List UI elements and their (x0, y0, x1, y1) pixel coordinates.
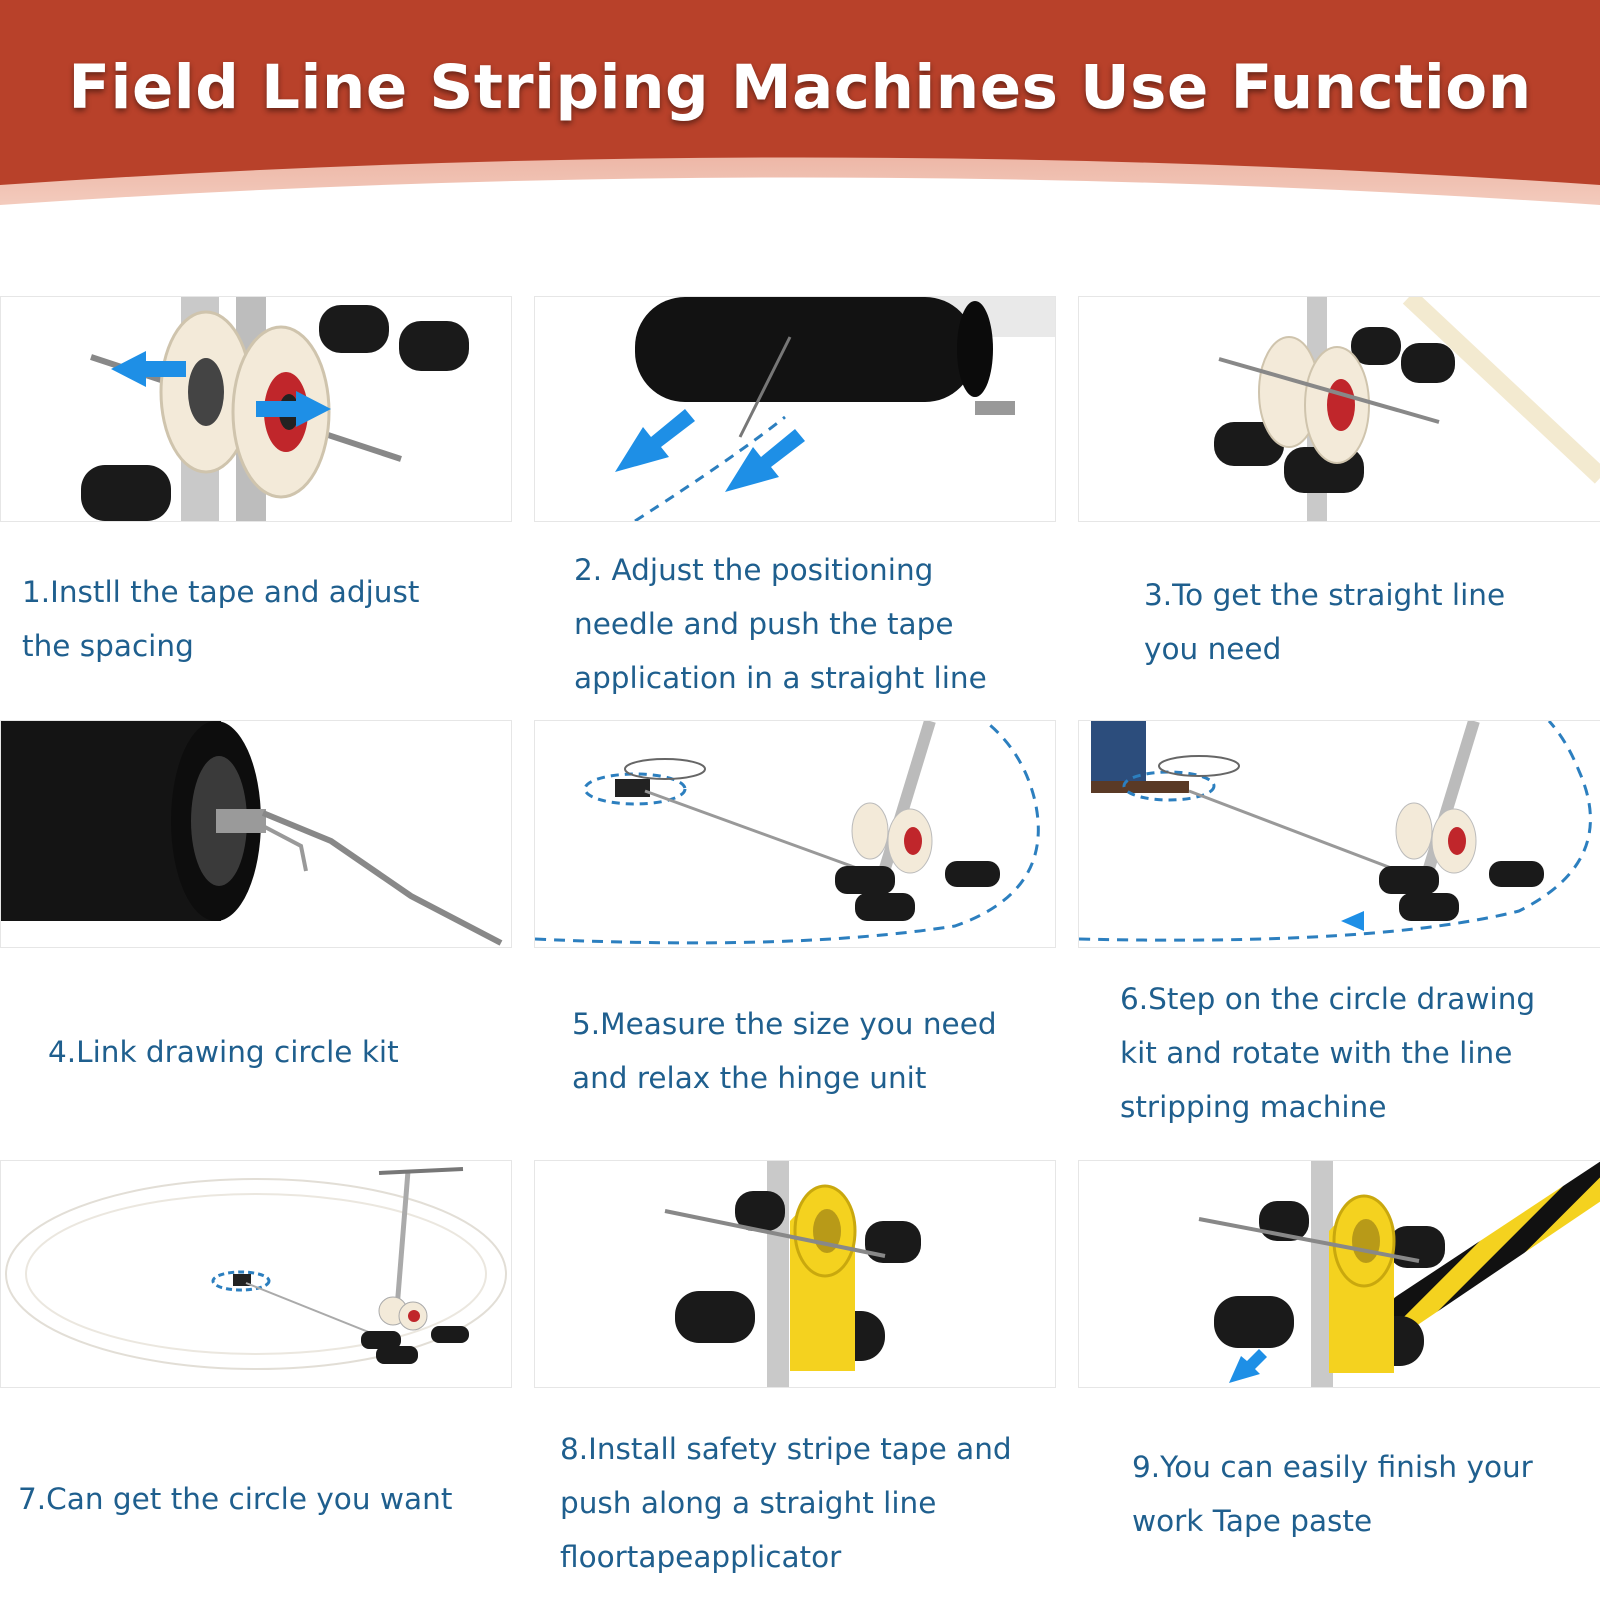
step-4-image (0, 720, 512, 948)
step-3-caption: 3.To get the straight line you need (1144, 568, 1505, 676)
caption-line: 1.Instll the tape and adjust (22, 575, 420, 609)
caption-line: floortapeapplicator (560, 1540, 842, 1574)
caption-line: kit and rotate with the line (1120, 1036, 1513, 1070)
caption-line: 8.Install safety stripe tape and (560, 1432, 1012, 1466)
step-6-image (1078, 720, 1600, 948)
step-6-caption: 6.Step on the circle drawing kit and rot… (1120, 972, 1535, 1134)
step-1-image (0, 296, 512, 522)
caption-line: 6.Step on the circle drawing (1120, 982, 1536, 1016)
header-banner: Field Line Striping Machines Use Functio… (0, 0, 1600, 250)
step-4-caption: 4.Link drawing circle kit (48, 1025, 399, 1079)
step-2-image (534, 296, 1056, 522)
caption-line: 9.You can easily finish your (1132, 1450, 1533, 1484)
step-8-image (534, 1160, 1056, 1388)
step-5-image (534, 720, 1056, 948)
caption-line: 5.Measure the size you need (572, 1007, 997, 1041)
step-1-caption: 1.Instll the tape and adjust the spacing (22, 565, 419, 673)
step-9-image (1078, 1160, 1600, 1388)
step-8-caption: 8.Install safety stripe tape and push al… (560, 1422, 1012, 1584)
step-7-caption: 7.Can get the circle you want (18, 1472, 452, 1526)
caption-line: 2. Adjust the positioning (574, 553, 934, 587)
step-2-caption: 2. Adjust the positioning needle and pus… (574, 543, 987, 705)
caption-line: 3.To get the straight line (1144, 578, 1506, 612)
caption-line: application in a straight line (574, 661, 987, 695)
caption-line: push along a straight line (560, 1486, 937, 1520)
step-9-caption: 9.You can easily finish your work Tape p… (1132, 1440, 1533, 1548)
caption-line: and relax the hinge unit (572, 1061, 927, 1095)
caption-line: needle and push the tape (574, 607, 954, 641)
caption-line: you need (1144, 632, 1282, 666)
caption-line: stripping machine (1120, 1090, 1387, 1124)
caption-line: 7.Can get the circle you want (18, 1482, 453, 1516)
caption-line: work Tape paste (1132, 1504, 1373, 1538)
step-7-image (0, 1160, 512, 1388)
caption-line: 4.Link drawing circle kit (48, 1035, 399, 1069)
step-3-image (1078, 296, 1600, 522)
page-title: Field Line Striping Machines Use Functio… (68, 52, 1532, 123)
step-5-caption: 5.Measure the size you need and relax th… (572, 997, 997, 1105)
caption-line: the spacing (22, 629, 194, 663)
